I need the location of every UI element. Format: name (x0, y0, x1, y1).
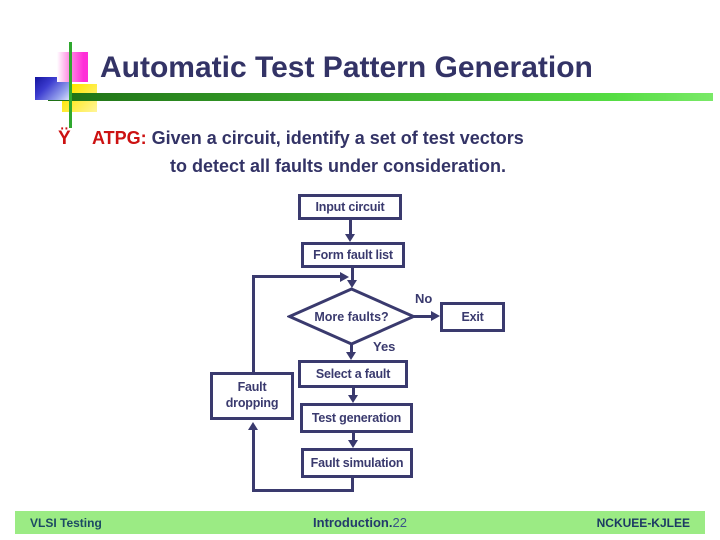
title-underline-bar (48, 93, 713, 101)
bullet-text-line1: ATPG: Given a circuit, identify a set of… (92, 128, 524, 149)
edge-form-to-diamond (351, 268, 354, 280)
edge-loop-bottom-horizontal (252, 489, 354, 492)
edge-loop-left-vertical (252, 275, 255, 372)
flow-node-fault-simulation: Fault simulation (301, 448, 413, 478)
flow-node-fault-dropping: Fault dropping (210, 372, 294, 420)
footer-bar: VLSI Testing Introduction.22 NCKUEE-KJLE… (15, 511, 705, 534)
edge-faultsim-down (351, 478, 354, 492)
edge-label-yes: Yes (373, 339, 396, 354)
flow-node-form-fault-list: Form fault list (301, 242, 405, 268)
bullet-rest: Given a circuit, identify a set of test … (146, 128, 524, 148)
deco-blue-square (35, 77, 72, 100)
edge-loop-top-horizontal (252, 275, 340, 278)
edge-yes-to-select (350, 344, 353, 352)
edge-select-to-testgen (352, 388, 355, 395)
more-faults-label: More faults? (314, 309, 389, 324)
edge-input-to-form (349, 220, 352, 234)
arrowhead-select-to-testgen (348, 395, 358, 403)
bullet-term: ATPG: (92, 128, 147, 148)
edge-testgen-to-faultsim (352, 433, 355, 440)
edge-no-to-exit (414, 315, 431, 318)
footer-page-number: 22 (392, 515, 407, 530)
edge-loop-up-vertical (252, 430, 255, 491)
bullet-text-line2: to detect all faults under consideration… (170, 156, 507, 176)
arrowhead-input-to-form (345, 234, 355, 242)
arrowhead-no-to-exit (431, 311, 440, 321)
deco-magenta-square (57, 52, 88, 82)
arrowhead-loop-join (340, 272, 349, 282)
slide-title: Automatic Test Pattern Generation (100, 51, 593, 84)
arrowhead-into-fault-dropping (248, 422, 258, 430)
flow-node-select-fault: Select a fault (298, 360, 408, 388)
flow-node-input-circuit: Input circuit (298, 194, 402, 220)
edge-label-no: No (415, 291, 433, 306)
footer-course-name: VLSI Testing (30, 515, 102, 530)
bullet-icon: Ÿ (58, 128, 71, 149)
arrowhead-testgen-to-faultsim (348, 440, 358, 448)
footer-section-page: Introduction.22 (280, 511, 440, 534)
footer-section-label: Introduction. (313, 515, 393, 530)
footer-affiliation: NCKUEE-KJLEE (596, 515, 690, 530)
flow-node-test-generation: Test generation (300, 403, 413, 433)
arrowhead-yes-to-select (346, 352, 356, 360)
arrowhead-form-to-diamond (347, 280, 357, 288)
deco-green-line (69, 42, 72, 128)
flow-node-exit: Exit (440, 302, 505, 332)
